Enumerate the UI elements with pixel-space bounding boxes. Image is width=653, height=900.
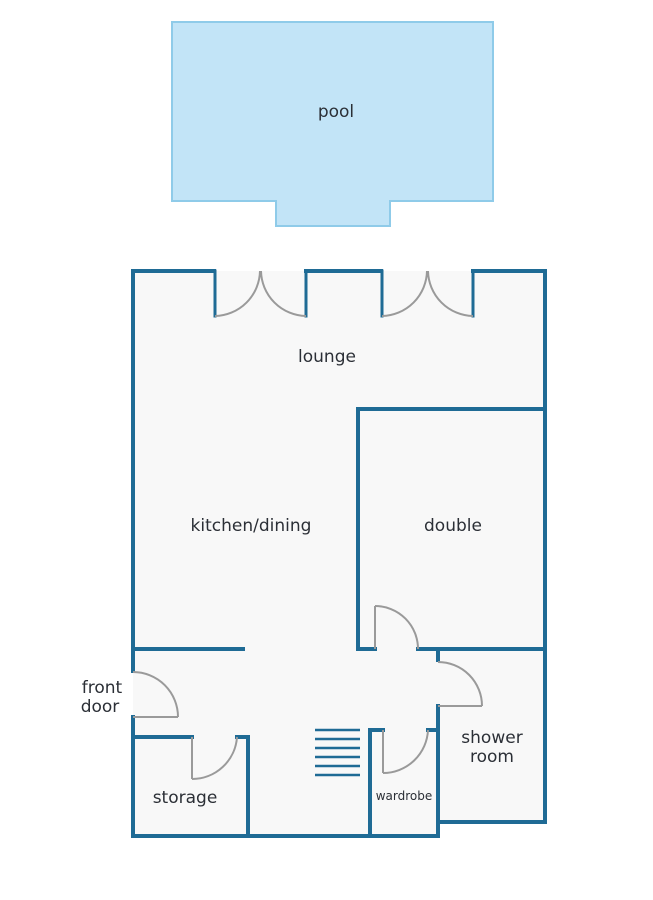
doors bbox=[132, 270, 483, 781]
lounge-label: lounge bbox=[298, 347, 356, 367]
front-door-label-line1: front bbox=[82, 678, 123, 698]
wardrobe-label: wardrobe bbox=[376, 789, 433, 803]
door-swing-icon bbox=[191, 736, 238, 781]
room-labels: lounge kitchen/dining double front door … bbox=[81, 347, 523, 808]
floor-shower bbox=[438, 649, 545, 822]
front-door-label-line2: door bbox=[81, 697, 120, 717]
kitchen-dining-label: kitchen/dining bbox=[191, 516, 312, 536]
door-swing-icon bbox=[374, 605, 419, 650]
pool-shape bbox=[171, 21, 494, 227]
floor-main bbox=[133, 271, 545, 649]
floor bbox=[133, 271, 545, 836]
stairs-icon bbox=[315, 728, 360, 777]
pool-area: pool bbox=[171, 21, 494, 227]
storage-label: storage bbox=[153, 788, 218, 808]
door-swing-icon bbox=[437, 661, 483, 707]
door-swing-icon bbox=[132, 671, 179, 718]
door-swing-icon bbox=[427, 270, 474, 317]
door-swing-icon bbox=[260, 270, 307, 317]
floor-hall bbox=[133, 649, 438, 836]
double-label: double bbox=[424, 516, 482, 536]
door-swing-icon bbox=[382, 729, 429, 775]
walls bbox=[131, 269, 547, 838]
door-swing-icon bbox=[214, 270, 261, 317]
shower-room-label-line1: shower bbox=[461, 728, 522, 748]
door-swing-icon bbox=[381, 270, 428, 317]
shower-room-label-line2: room bbox=[470, 747, 514, 767]
pool-label: pool bbox=[318, 102, 354, 122]
